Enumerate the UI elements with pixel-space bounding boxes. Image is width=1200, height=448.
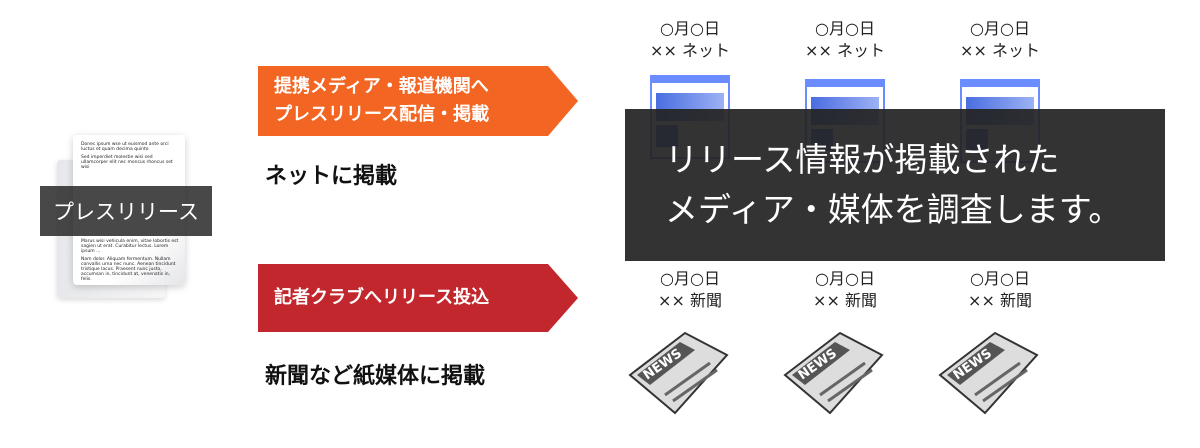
paper-media-label: ○月○日 ×× 新聞: [625, 268, 755, 312]
media-date: ○月○日: [815, 269, 875, 288]
media-name: ×× 新聞: [658, 291, 722, 310]
media-date: ○月○日: [970, 269, 1030, 288]
media-date: ○月○日: [660, 269, 720, 288]
overlay-line: リリース情報が掲載された: [665, 140, 1060, 179]
press-release-label: プレスリリース: [40, 186, 212, 236]
media-name: ×× 新聞: [813, 291, 877, 310]
newspaper-icon: NEWS: [938, 331, 1039, 415]
paper-media-label: ○月○日 ×× 新聞: [935, 268, 1065, 312]
doc-text-top: Donec ipsum wse ut euismod ante orci luc…: [81, 142, 179, 173]
newspaper-icon: NEWS: [783, 331, 884, 415]
press-club-arrow: 記者クラブへリリース投込: [258, 264, 578, 332]
online-caption: ネットに掲載: [265, 164, 398, 189]
doc-text: Marus wisi vehicula enim, vitae lobortis…: [81, 239, 179, 254]
media-name: ×× ネット: [650, 41, 730, 60]
overlay-line: メディア・媒体を調査します。: [665, 190, 1122, 229]
net-media-label: ○月○日 ×× ネット: [625, 18, 755, 62]
arrow-text: 提携メディア・報道機関へ: [274, 76, 489, 97]
overlay-message: リリース情報が掲載された メディア・媒体を調査します。: [625, 109, 1165, 261]
doc-text: Sed imperdiet molestie wisi sed ullamcor…: [81, 155, 173, 170]
doc-text-bottom: Marus wisi vehicula enim, vitae lobortis…: [81, 239, 179, 285]
media-date: ○月○日: [660, 19, 720, 38]
paper-media-label: ○月○日 ×× 新聞: [780, 268, 910, 312]
media-date: ○月○日: [970, 19, 1030, 38]
print-caption: 新聞など紙媒体に掲載: [265, 364, 486, 389]
media-date: ○月○日: [815, 19, 875, 38]
newspaper-icon: NEWS: [628, 331, 729, 415]
net-media-label: ○月○日 ×× ネット: [935, 18, 1065, 62]
doc-text: Nam dolor. Aliquam fermentum. Nullam con…: [81, 257, 176, 282]
arrow-text: 記者クラブへリリース投込: [274, 287, 490, 308]
online-distribution-arrow: 提携メディア・報道機関へ プレスリリース配信・掲載: [258, 66, 578, 136]
arrow-text: プレスリリース配信・掲載: [274, 104, 490, 125]
media-name: ×× ネット: [960, 41, 1040, 60]
net-media-label: ○月○日 ×× ネット: [780, 18, 910, 62]
media-name: ×× ネット: [805, 41, 885, 60]
media-name: ×× 新聞: [968, 291, 1032, 310]
doc-text: Donec ipsum wse ut euismod ante orci luc…: [81, 142, 169, 152]
